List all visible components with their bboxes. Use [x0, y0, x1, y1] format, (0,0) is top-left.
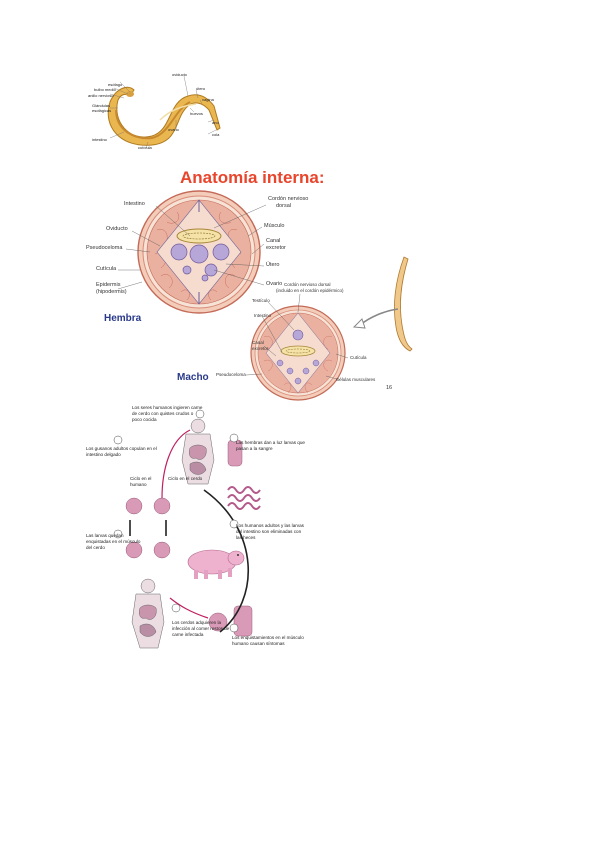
- worm-label-bulbo: bulbo medio: [94, 87, 116, 92]
- small-worm-svg: [352, 256, 413, 352]
- female-label-musculo: Músculo: [264, 223, 285, 229]
- cycle-label-pig: Ciclo en el cerdo: [168, 476, 203, 481]
- male-label-pseudoceloma: Pseudoceloma: [216, 372, 246, 377]
- female-label-oviducto: Oviducto: [106, 226, 128, 232]
- label-hembra: Hembra: [104, 313, 142, 324]
- female-cross-section: [137, 190, 261, 314]
- human-figure-bottom: [131, 578, 165, 649]
- worm-label-utero: útero: [196, 86, 206, 91]
- worm-pharynx-bulb: [126, 91, 134, 97]
- female-label-epidermis: Epidermis: [96, 282, 121, 288]
- human-figure-top: [181, 418, 215, 485]
- female-label-excretor: excretor: [266, 245, 286, 251]
- male-intestine: [280, 345, 316, 357]
- cycle-step-6: Los cerdos adquieren la infección al com…: [172, 620, 230, 637]
- muscle-tissue-bottom: [233, 605, 253, 637]
- female-label-cuticula: Cutícula: [96, 266, 117, 272]
- worm-label-glandulas: Glándulas: [92, 103, 111, 108]
- cycle-step-1: Los seres humanos ingieren carne de cerd…: [132, 405, 203, 422]
- worm-intestine: [115, 101, 191, 140]
- female-ovary-right: [204, 263, 218, 277]
- anatomy-title: Anatomía interna:: [180, 168, 325, 187]
- cyst-right: [153, 497, 171, 515]
- female-label-cordon: Cordón nervioso: [268, 196, 309, 202]
- female-label-utero: Útero: [266, 262, 280, 268]
- male-label-cordon-dorsal: Cordón nervioso dorsal: [284, 282, 331, 287]
- cycle-step-4: Los humanos adultos y las larvas del int…: [236, 523, 304, 540]
- small-worm: [394, 256, 413, 352]
- male-testis: [292, 329, 304, 341]
- worm-label-oviducto: oviducto: [172, 72, 187, 77]
- male-label-testiculo: Testículo: [252, 298, 270, 303]
- cyst-bottom: [208, 612, 228, 632]
- worm-label-cuticula: cutícula: [138, 145, 152, 150]
- male-label-intestino: Intestino: [254, 313, 272, 318]
- arrow-to-section-icon: [359, 308, 399, 326]
- male-cross-section: [250, 305, 346, 401]
- worm-label-vagina: vagina: [202, 97, 214, 102]
- life-cycle: [110, 400, 310, 670]
- male-label-canal: Canal: [252, 340, 264, 345]
- cyst-mid-left: [125, 541, 143, 559]
- female-ovary-left: [182, 265, 192, 275]
- female-label-ovario: Ovario: [266, 281, 283, 287]
- worm-body-svg: [107, 75, 221, 149]
- pig-figure: [187, 549, 245, 579]
- male-section-svg: [250, 305, 346, 401]
- cycle-step-7: Los enquistamientos en el músculo humano…: [232, 635, 304, 646]
- worm-label-huevos: huevos: [190, 111, 203, 116]
- larvae-coil: [227, 486, 261, 510]
- male-label-excretor: excretor: [252, 346, 269, 351]
- female-label-intestino: Intestino: [124, 201, 145, 207]
- worm-label-anillo: anillo nervioso: [88, 93, 114, 98]
- female-uterus-left: [170, 243, 188, 261]
- female-uterus-right: [212, 243, 230, 261]
- cycle-step-2: Los gusanos adultos copulan en el intest…: [86, 446, 157, 457]
- worm-diagram: esófago bulbo medio anillo nervioso Glán…: [88, 70, 230, 150]
- worm-label-esofago: esófago: [108, 82, 123, 87]
- female-uterus-center: [189, 244, 209, 264]
- female-label-hipodermis: (hipodermis): [96, 289, 127, 295]
- worm-label-ano: ano: [212, 120, 219, 125]
- female-label-pseudoceloma: Pseudoceloma: [86, 245, 123, 251]
- worm-label-esofagicas: esofágicas: [92, 108, 112, 113]
- cycle-label-human: Ciclo en el humano: [130, 476, 152, 487]
- female-label-canal: Canal: [266, 238, 281, 244]
- cycle-step-3: Las hembras dan a luz larvas que pasan a…: [236, 440, 305, 451]
- cyst-left: [125, 497, 143, 515]
- worm-label-cola: cola: [212, 132, 220, 137]
- life-cycle-svg: [113, 409, 261, 649]
- worm-label-ovario: ovario: [168, 127, 179, 132]
- female-label-dorsal: dorsal: [276, 203, 291, 209]
- male-label-celulas: Células musculares: [336, 377, 376, 382]
- cyst-mid-right: [153, 541, 171, 559]
- label-macho: Macho: [177, 372, 209, 383]
- cycle-step-5: Las larvas quedan enquistadas en el músc…: [86, 533, 141, 550]
- page-number: 16: [386, 385, 393, 391]
- worm-ovary: [159, 103, 197, 121]
- female-intestine: [176, 228, 222, 244]
- female-section-svg: [137, 190, 261, 314]
- worm-label-intestino: intestino: [92, 137, 107, 142]
- male-label-cuticula: Cutícula: [350, 355, 367, 360]
- male-label-incluido: (incluido en el cordón epidérmico): [276, 288, 344, 293]
